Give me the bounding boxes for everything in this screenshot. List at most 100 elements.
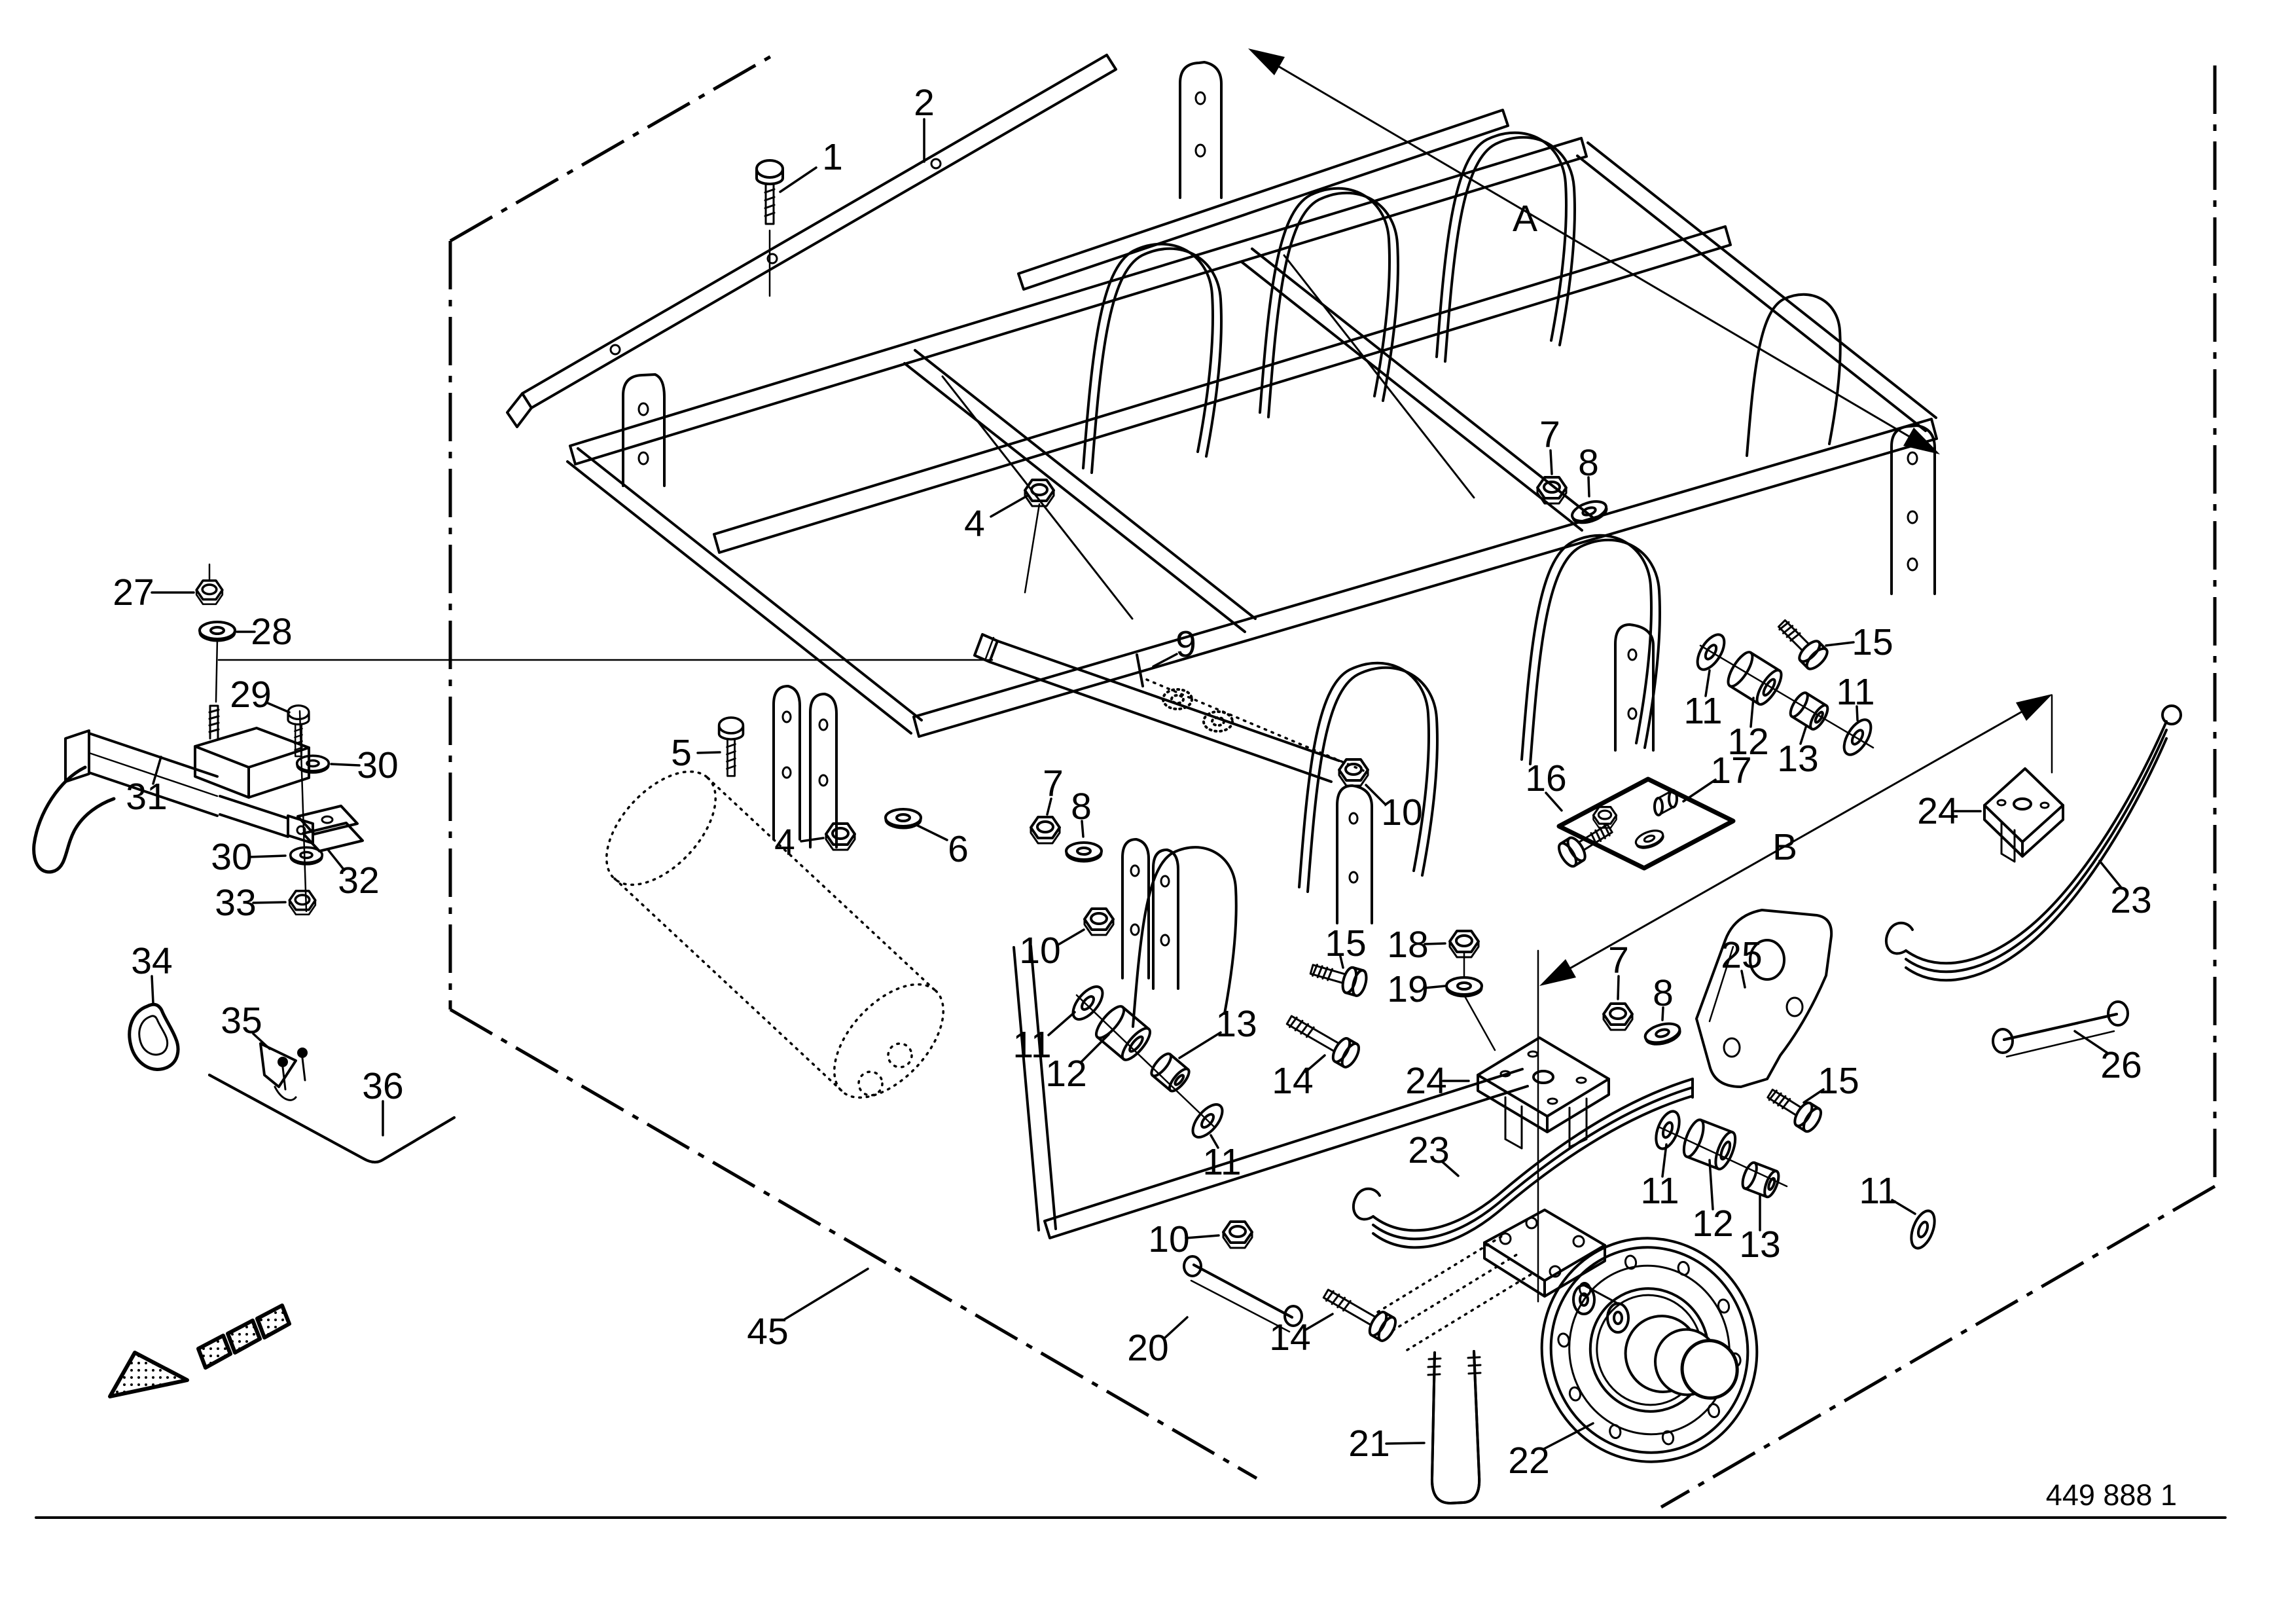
phantom-outline [448,52,2217,1509]
nut-16 [1592,805,1618,830]
callout-leader [1424,942,1446,945]
callout-label-23: 23 [2110,879,2151,921]
callout-leader [1617,975,1620,1000]
latch-device-assembly [32,563,994,916]
callout-label-12: 12 [1692,1203,1733,1245]
callout-leader [1152,653,1178,668]
callout-label-13: 13 [1777,738,1818,780]
callout-leader [252,1032,271,1050]
callout-leader [1749,697,1755,728]
callout-leader [265,701,291,714]
callout-label-18: 18 [1387,924,1428,966]
callout-leader [779,166,817,193]
callout-leader [696,751,721,754]
callout-leader [1549,449,1553,475]
washer-19 [1445,976,1483,998]
callout-label-8: 8 [1653,972,1674,1014]
callout-leader [1385,1442,1426,1445]
bushing-12c [1090,1001,1156,1065]
callout-leader [330,763,361,767]
callout-label-4: 4 [964,503,985,545]
nut-10b [1083,907,1115,936]
callout-label-35: 35 [221,1000,262,1042]
bolt-14c [1318,1281,1401,1345]
clamp-35 [259,1042,308,1101]
callout-leader [1740,970,1746,989]
washer-11x [1650,1106,1685,1154]
clamp-plates-32 [296,805,364,852]
callout-label-36: 36 [362,1065,403,1107]
callout-label-2: 2 [914,82,935,124]
rod-36 [208,1074,456,1163]
washer-8a [1568,496,1611,528]
nut-7c [1602,1002,1634,1031]
callout-leader [914,823,948,841]
brake-flange-ears [1572,1284,1630,1334]
callout-label-8: 8 [1071,786,1092,828]
brake-drum-22 [1540,1237,1759,1463]
callout-leader [2073,1030,2109,1055]
callout-label-34: 34 [131,940,172,982]
callout-label-13: 13 [1215,1003,1257,1045]
callout-label-15: 15 [1325,922,1366,964]
clamp-plate-17 [1554,776,1736,871]
drawing-number: 449 888 1 [2046,1478,2177,1512]
bolt-5 [717,716,745,778]
cross-member-mid1 [903,349,1257,633]
callout-leader [1162,1316,1189,1340]
callout-label-29: 29 [230,674,271,716]
callout-leader [1682,778,1717,803]
latch-body-31 [32,704,314,874]
callout-label-14: 14 [1269,1317,1310,1359]
callout-leader [1185,1234,1220,1239]
shackle-link-26 [1992,1000,2129,1058]
callout-label-13: 13 [1739,1224,1780,1266]
cable-parts [128,1002,456,1163]
callout-label-10: 10 [1148,1218,1189,1260]
nut-27 [195,579,224,606]
callout-leader [151,975,154,1004]
nut-4b [825,822,856,851]
callout-leader [1587,476,1590,498]
bolt-1 [755,159,784,297]
callout-leader [327,849,346,871]
cross-member-mid2 [1240,247,1594,532]
wire-spring-hoops [1082,131,1842,1028]
callout-leader [152,756,162,785]
callout-leader [252,901,287,904]
washer-30b [289,846,324,866]
washer-28 [198,621,236,642]
callout-leader [1047,1011,1076,1036]
callout-label-31: 31 [126,776,167,818]
callout-leader [1365,784,1387,806]
leaf-spring-right [1884,704,2182,982]
callout-leader [1424,985,1446,989]
rear-rail [569,137,1588,465]
frame-assembly [506,54,1938,1239]
phantom-roller [605,770,944,1099]
callout-label-6: 6 [948,828,969,870]
washer-16 [1632,826,1667,853]
callout-leader [1803,1088,1825,1104]
callout-leader [1891,1199,1916,1215]
callout-label-24: 24 [1405,1060,1446,1102]
callout-label-5: 5 [671,732,692,774]
callout-label-20: 20 [1127,1327,1168,1369]
callout-label-10: 10 [1381,792,1422,833]
nut-10c [1222,1220,1253,1249]
washer-11d [1905,1206,1941,1253]
hidden-axle-lines [1376,1235,1533,1351]
callout-label-26: 26 [2100,1044,2142,1086]
callout-label-1: 1 [822,136,843,178]
bracket-plates [622,61,1936,990]
callout-label-8: 8 [1578,442,1599,484]
callout-label-11: 11 [1683,690,1722,732]
callout-leader [1081,820,1085,838]
callout-leader [1799,724,1808,745]
callout-leader [1543,1422,1594,1450]
callout-label-7: 7 [1608,939,1629,981]
callout-label-15: 15 [1818,1060,1859,1102]
stabiliser-link-20 [1183,1255,1303,1333]
